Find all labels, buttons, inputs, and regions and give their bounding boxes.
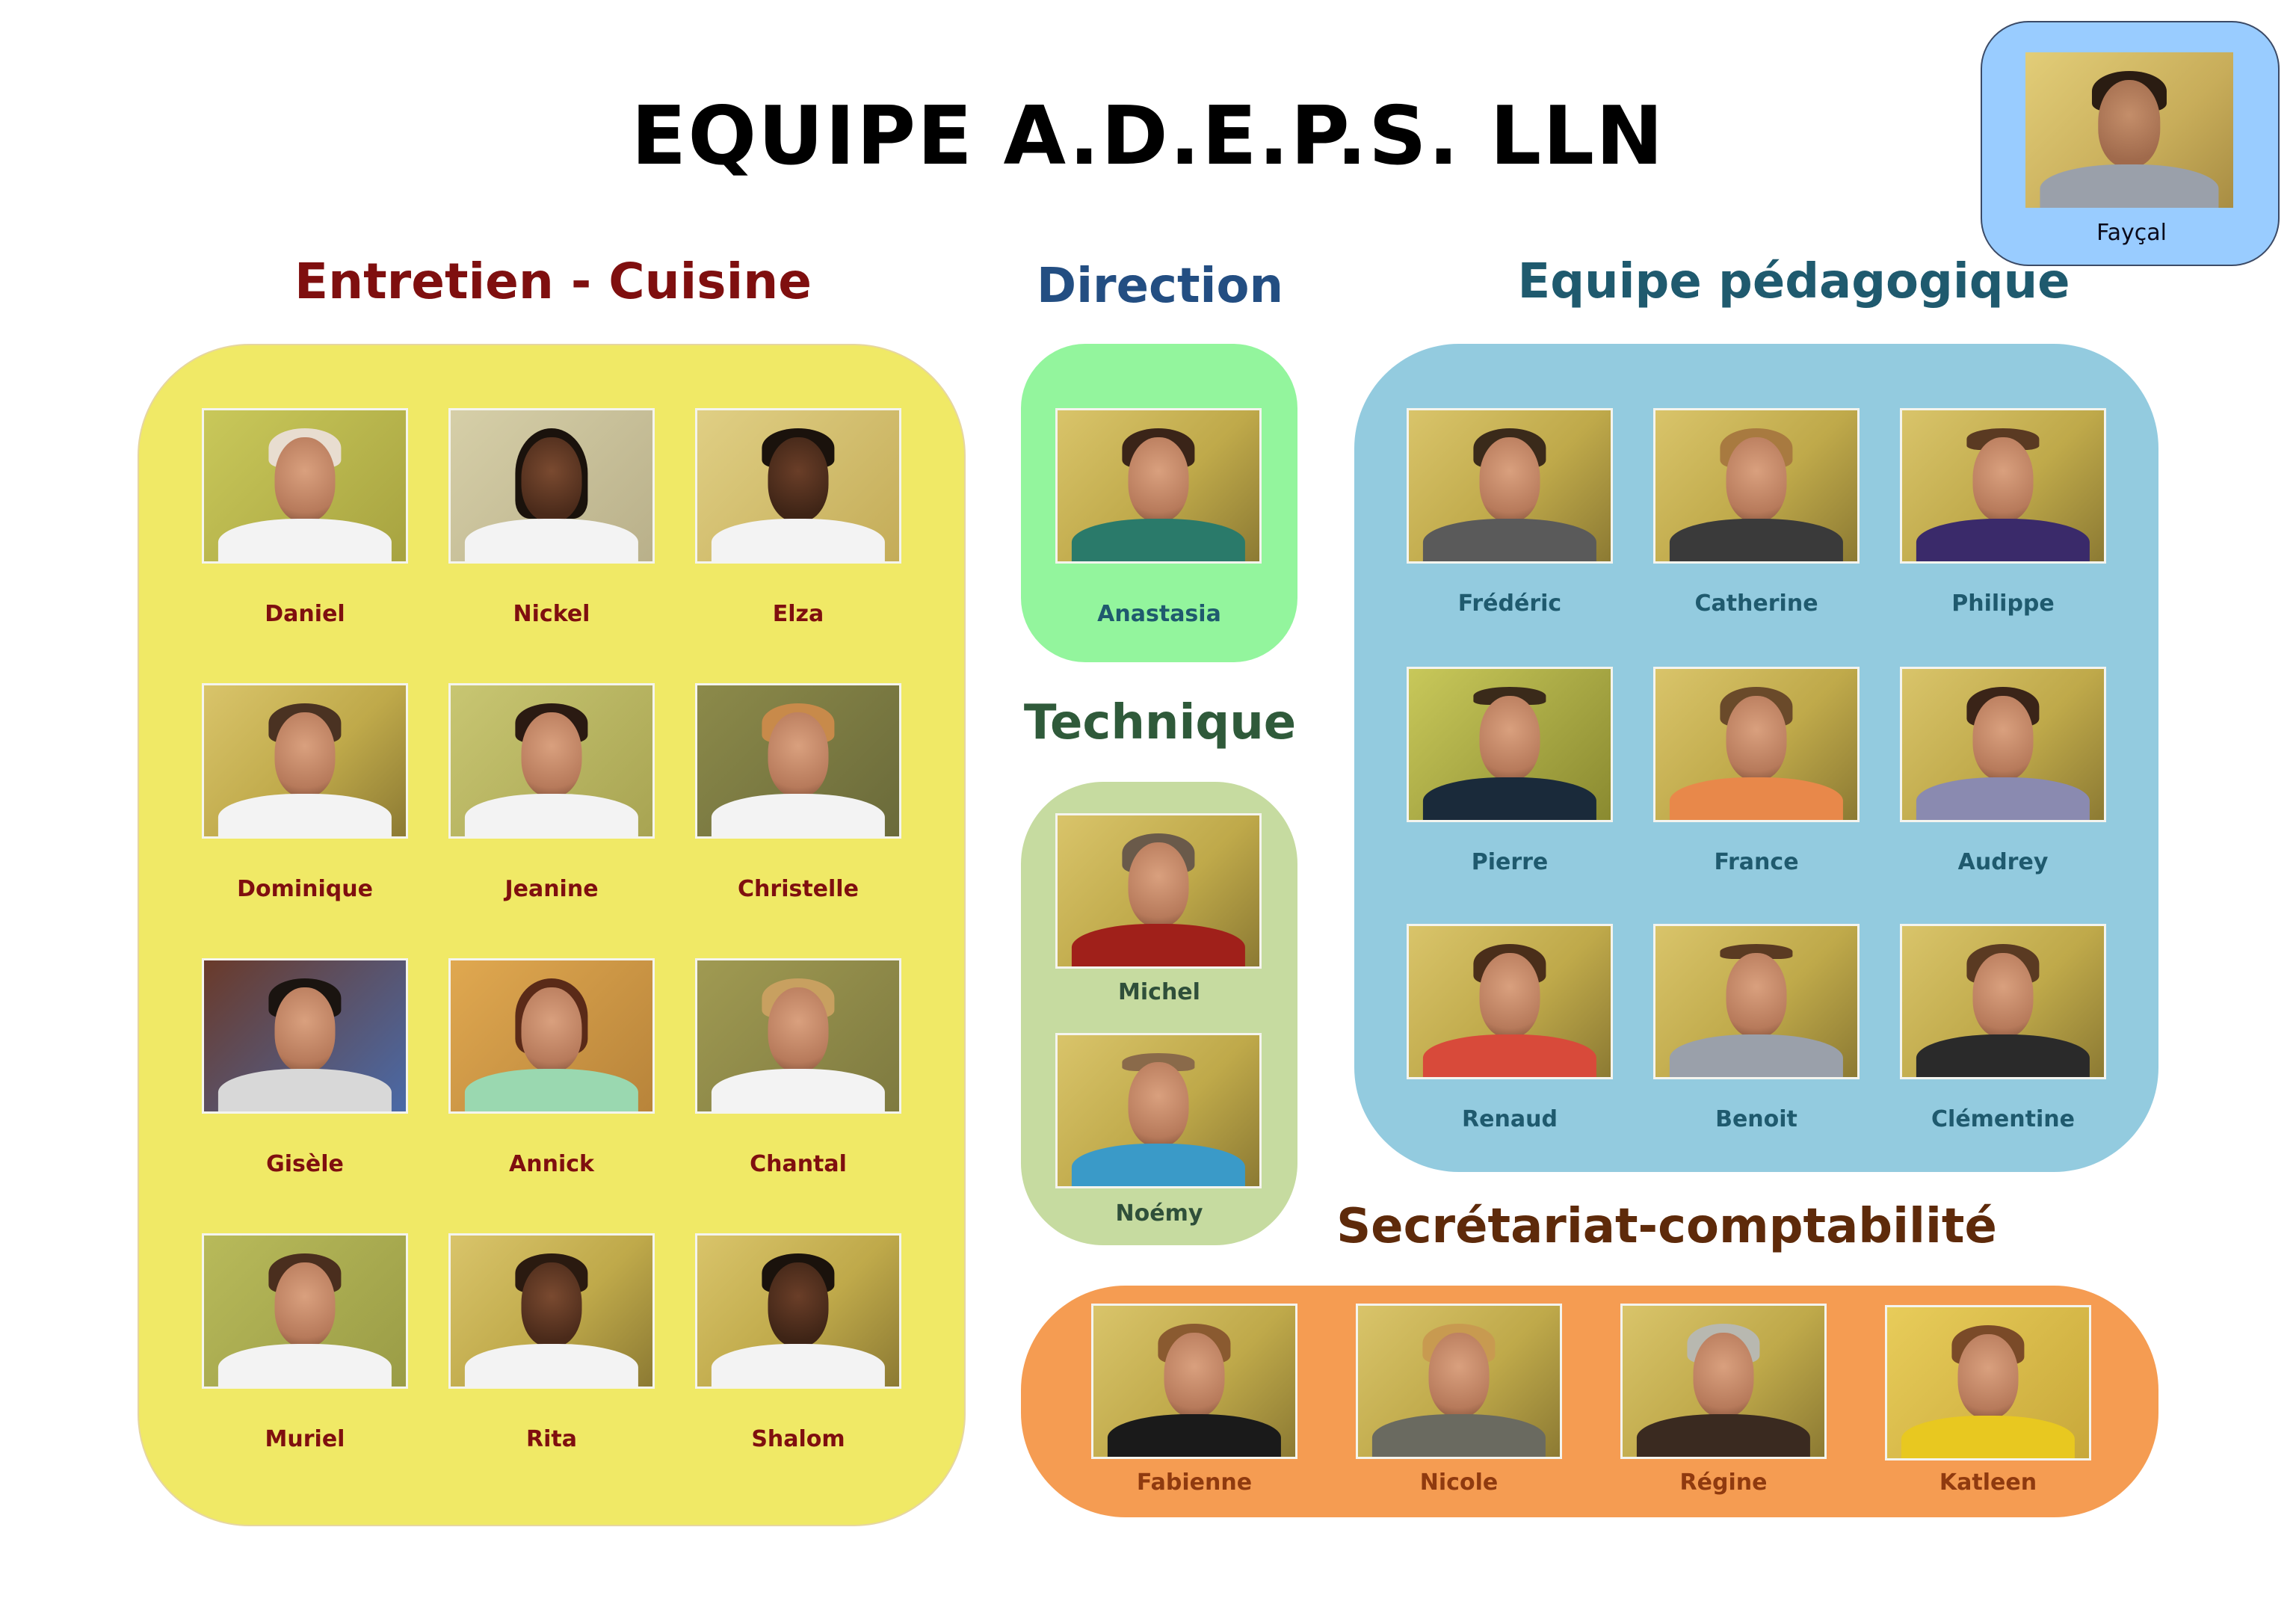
section-title-secretariat: Secrétariat-comptabilité [1336, 1199, 1997, 1254]
featured-member-card: Fayçal [1981, 21, 2280, 266]
member-photo [1055, 813, 1262, 969]
member-photo [202, 683, 408, 839]
member-photo [1900, 924, 2106, 1079]
member-name: Muriel [265, 1426, 345, 1452]
member-photo [1407, 924, 1613, 1079]
member-photo [1653, 924, 1860, 1079]
member-photo [448, 958, 655, 1114]
member-name: Katleen [1939, 1469, 2037, 1496]
member-photo [202, 1233, 408, 1389]
member-name: Shalom [751, 1426, 845, 1452]
member-name: Pierre [1471, 849, 1549, 875]
member-name: Frédéric [1457, 590, 1562, 617]
member-name: Elza [772, 601, 824, 627]
member-name: Christelle [738, 876, 859, 902]
page-title: EQUIPE A.D.E.P.S. LLN [631, 90, 1665, 183]
member-photo [202, 408, 408, 564]
member-name: Michel [1118, 979, 1200, 1005]
member-photo [1407, 408, 1613, 564]
member-name: Annick [509, 1151, 594, 1177]
member-photo [1356, 1304, 1562, 1459]
member-name: Daniel [265, 601, 345, 627]
member-photo [1055, 1033, 1262, 1188]
member-name: Clémentine [1931, 1106, 2075, 1132]
member-photo [202, 958, 408, 1114]
member-name: Audrey [1957, 849, 2049, 875]
member-photo [1055, 408, 1262, 564]
member-name: Fayçal [2096, 220, 2167, 246]
member-photo [1900, 667, 2106, 822]
member-name: Rita [526, 1426, 577, 1452]
member-photo [1620, 1304, 1827, 1459]
member-photo [695, 958, 901, 1114]
member-name: Dominique [237, 876, 373, 902]
member-name: Renaud [1462, 1106, 1558, 1132]
member-name: Philippe [1951, 590, 2055, 617]
member-name: France [1714, 849, 1799, 875]
member-name: Gisèle [266, 1151, 344, 1177]
member-photo [1900, 408, 2106, 564]
member-photo [1653, 408, 1860, 564]
member-name: Fabienne [1136, 1469, 1253, 1496]
member-photo [448, 683, 655, 839]
member-name: Noémy [1115, 1200, 1203, 1227]
section-title-entretien: Entretien - Cuisine [294, 253, 812, 310]
member-photo [1091, 1304, 1297, 1459]
member-photo [2025, 52, 2233, 208]
member-photo [448, 408, 655, 564]
member-name: Anastasia [1097, 601, 1221, 627]
member-name: Jeanine [504, 876, 599, 902]
member-photo [448, 1233, 655, 1389]
member-photo [1653, 667, 1860, 822]
member-name: Nickel [513, 601, 590, 627]
member-name: Régine [1679, 1469, 1768, 1496]
member-name: Benoit [1715, 1106, 1797, 1132]
member-name: Nicole [1419, 1469, 1499, 1496]
member-photo [695, 1233, 901, 1389]
member-photo [695, 683, 901, 839]
member-name: Catherine [1694, 590, 1818, 617]
member-photo [1407, 667, 1613, 822]
member-photo [695, 408, 901, 564]
section-title-direction: Direction [1036, 259, 1284, 314]
section-title-technique: Technique [1023, 695, 1297, 750]
member-photo [1885, 1305, 2091, 1461]
section-title-pedagogique: Equipe pédagogique [1517, 254, 2070, 309]
member-name: Chantal [750, 1151, 847, 1177]
